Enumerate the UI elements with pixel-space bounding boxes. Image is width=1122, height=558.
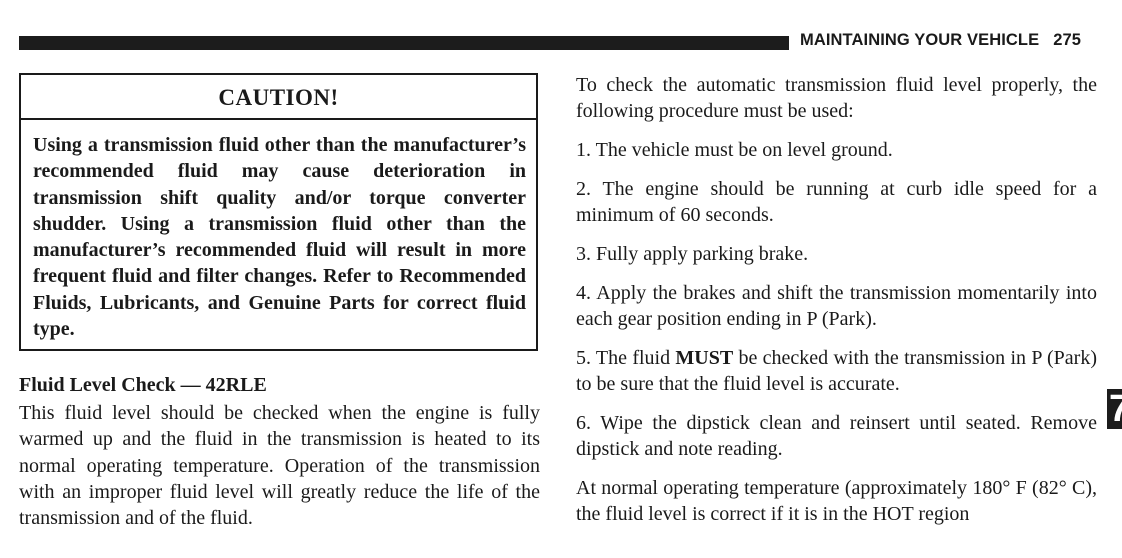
chapter-tab-label: 7 [1109, 389, 1122, 429]
caution-body: Using a transmission fluid other than th… [33, 134, 526, 341]
procedure-step-3: 3. Fully apply parking brake. [576, 243, 809, 265]
procedure-step-1: 1. The vehicle must be on level ground. [576, 139, 893, 161]
chapter-tab: 7 [1107, 389, 1122, 429]
procedure-step-6: 6. Wipe the dipstick clean and reinsert … [576, 412, 1097, 460]
section-heading: Fluid Level Check — 42RLE [19, 374, 267, 396]
procedure-step-5: 5. The fluid MUST be checked with the tr… [576, 345, 1097, 397]
running-header: MAINTAINING YOUR VEHICLE 275 [800, 31, 1100, 50]
procedure-closing: At normal operating temperature (approxi… [576, 477, 1097, 525]
header-rule [19, 36, 789, 50]
step-5-emphasis: MUST [675, 347, 734, 369]
step-5-rest: be checked with the transmission in P (P… [576, 347, 1097, 395]
caution-title: CAUTION! [21, 75, 536, 120]
page-number: 275 [1053, 31, 1082, 49]
procedure-step-4: 4. Apply the brakes and shift the transm… [576, 282, 1097, 330]
section-title: MAINTAINING YOUR VEHICLE [800, 31, 1040, 49]
caution-box: CAUTION! Using a transmission fluid othe… [19, 73, 538, 351]
procedure-column: To check the automatic transmission flui… [576, 72, 1097, 527]
procedure-step-2: 2. The engine should be running at curb … [576, 178, 1097, 226]
procedure-intro: To check the automatic transmission flui… [576, 74, 1097, 122]
fluid-check-paragraph: This fluid level should be checked when … [19, 402, 540, 530]
step-5-lead: 5. The fluid [576, 347, 676, 369]
